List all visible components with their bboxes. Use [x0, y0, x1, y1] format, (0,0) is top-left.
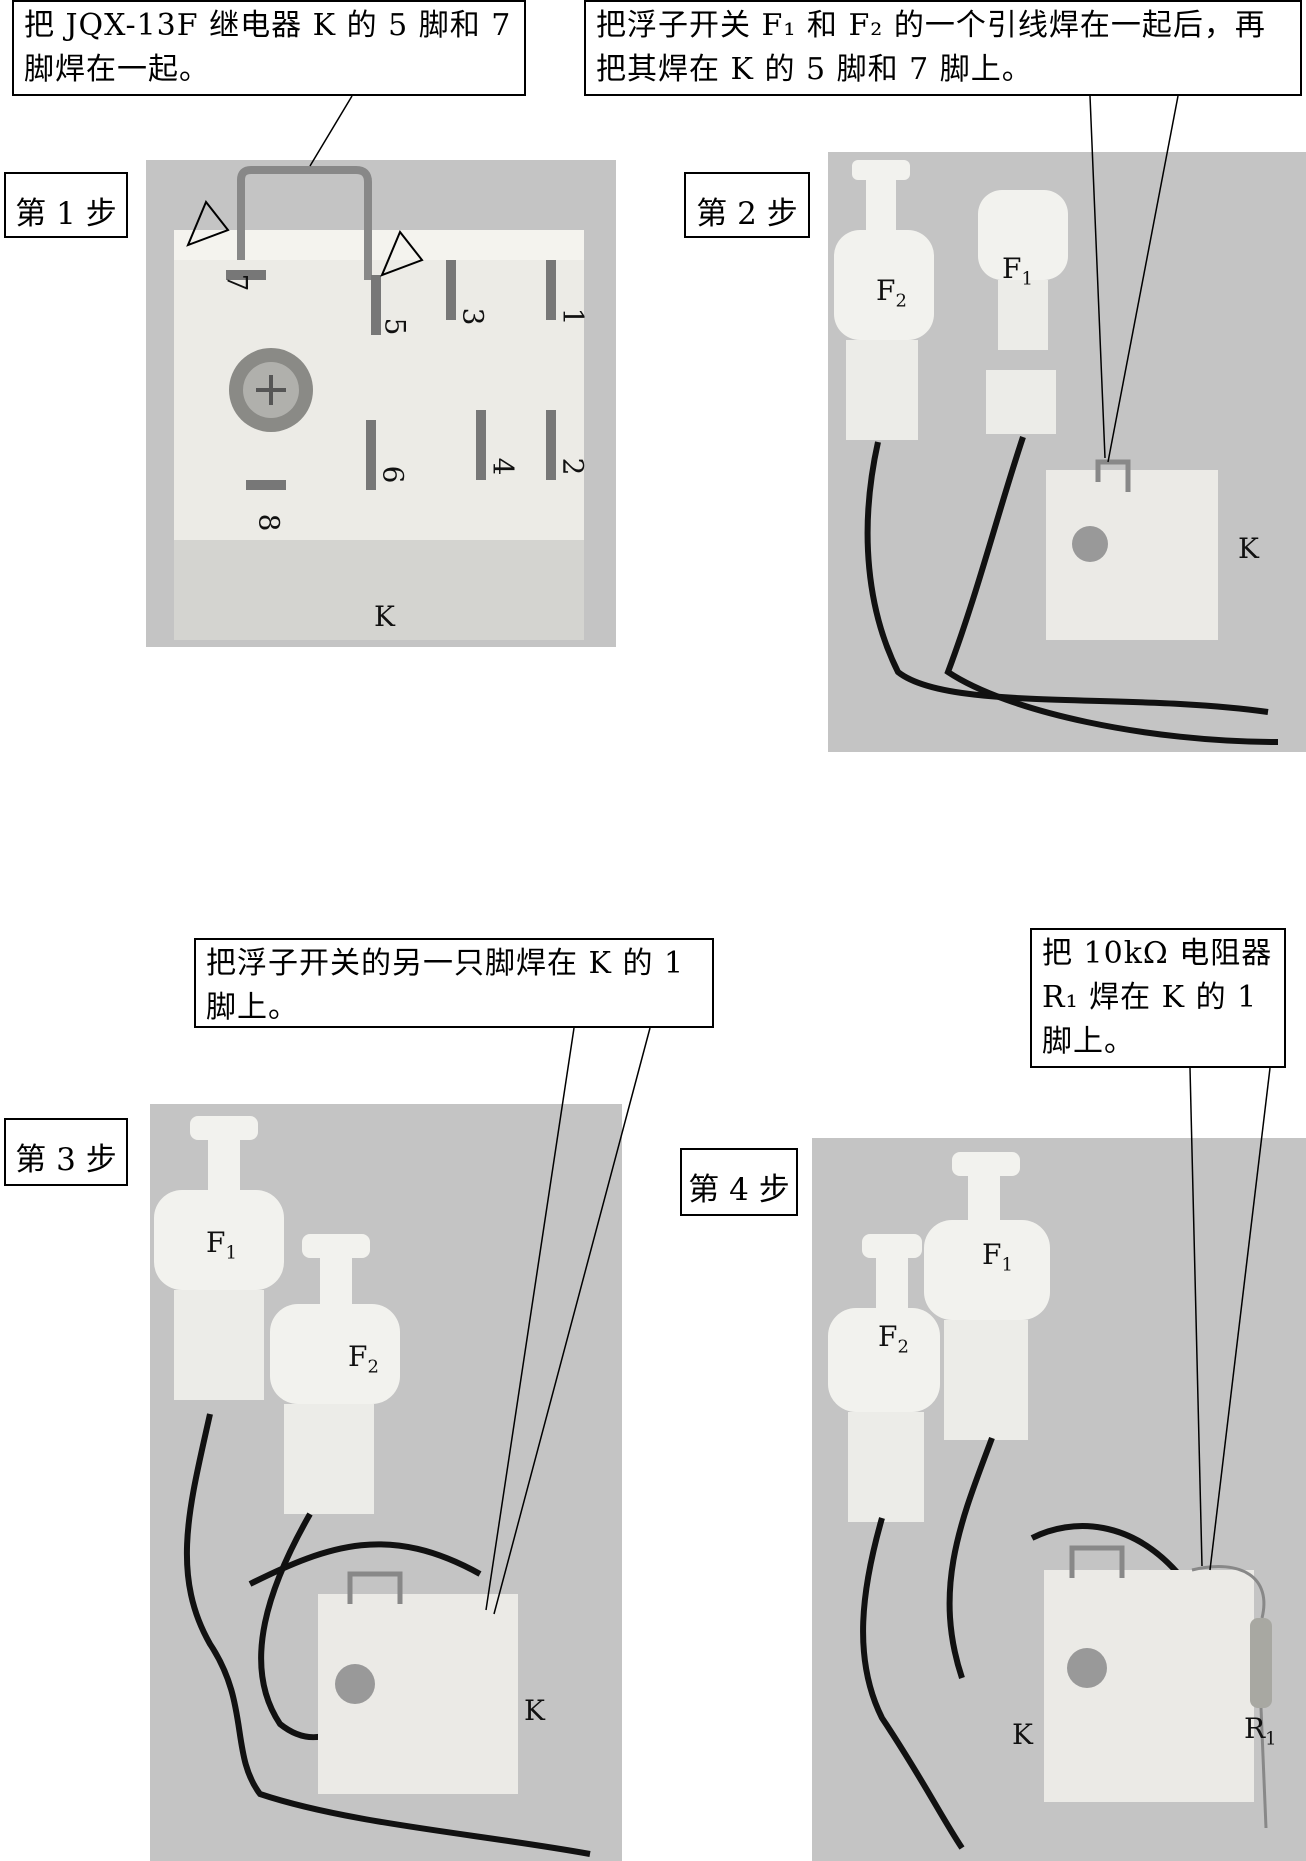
- pin-1: 1: [556, 307, 590, 326]
- step-1-label: 第 1 步: [4, 172, 128, 238]
- photo-step3: F1 F2 K: [150, 1104, 622, 1861]
- callout-step2: 把浮子开关 F₁ 和 F₂ 的一个引线焊在一起后，再把其焊在 K 的 5 脚和 …: [584, 0, 1302, 96]
- photo-step1: 7 5 3 1 6 4 2 8 K: [146, 160, 616, 647]
- label-F2-3: F2: [348, 1340, 379, 1378]
- callout-step2-text: 把浮子开关 F₁ 和 F₂ 的一个引线焊在一起后，再把其焊在 K 的 5 脚和 …: [596, 8, 1266, 87]
- label-R1-4: R1: [1244, 1712, 1277, 1750]
- pin-5: 5: [378, 317, 412, 336]
- photo-step4: F2 F1 K R1: [812, 1138, 1306, 1861]
- callout-step1-text: 把 JQX-13F 继电器 K 的 5 脚和 7 脚焊在一起。: [24, 8, 512, 87]
- pin-3: 3: [456, 307, 490, 326]
- callout-step4: 把 10kΩ 电阻器 R₁ 焊在 K 的 1 脚上。: [1030, 928, 1286, 1068]
- label-F2-4: F2: [878, 1320, 909, 1358]
- label-F1-2: F1: [1002, 252, 1033, 290]
- photo-step2: F2 F1 K: [828, 152, 1306, 752]
- label-F1-4: F1: [982, 1238, 1013, 1276]
- pin-4: 4: [486, 457, 520, 476]
- label-K-4: K: [1012, 1718, 1033, 1751]
- step-3-label: 第 3 步: [4, 1118, 128, 1186]
- pin-2: 2: [556, 457, 590, 476]
- label-K-3: K: [524, 1694, 545, 1727]
- pin-7: 7: [220, 273, 254, 292]
- callout-step3-text: 把浮子开关的另一只脚焊在 K 的 1 脚上。: [206, 946, 685, 1025]
- relay-illustration: [174, 166, 584, 640]
- label-K-1: K: [374, 600, 395, 633]
- step-2-label: 第 2 步: [684, 172, 810, 238]
- label-K-2: K: [1238, 532, 1259, 565]
- callout-step1: 把 JQX-13F 继电器 K 的 5 脚和 7 脚焊在一起。: [12, 0, 526, 96]
- label-F1-3: F1: [206, 1226, 237, 1264]
- callout-step3: 把浮子开关的另一只脚焊在 K 的 1 脚上。: [194, 938, 714, 1028]
- step-4-label: 第 4 步: [680, 1148, 798, 1216]
- pin-6: 6: [376, 465, 410, 484]
- pin-8: 8: [252, 513, 286, 532]
- callout-step4-text: 把 10kΩ 电阻器 R₁ 焊在 K 的 1 脚上。: [1042, 936, 1273, 1059]
- label-F2-2: F2: [876, 274, 907, 312]
